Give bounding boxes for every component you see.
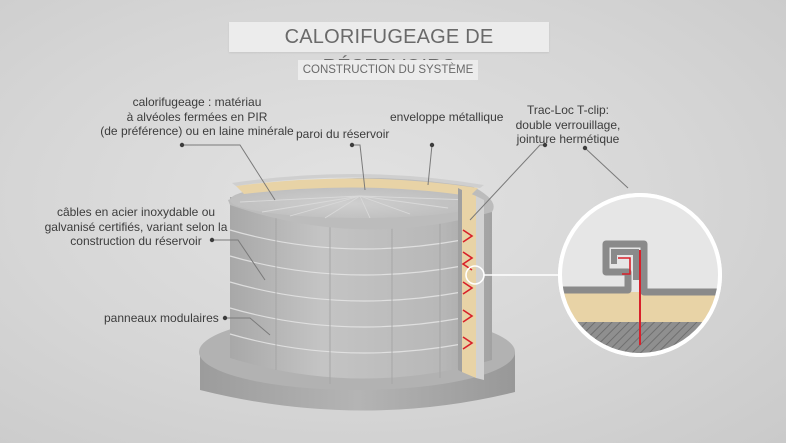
label-insulation: calorifugeage : matériau à alvéoles ferm… — [100, 95, 294, 138]
callout-dots — [179, 142, 588, 321]
steel-cables — [461, 229, 474, 350]
tclip-detail-magnifier — [558, 193, 722, 357]
label-tclip: Trac-Loc T-clip: double verrouillage, jo… — [515, 103, 621, 146]
tank-roof — [228, 173, 494, 230]
label-metal-envelope: enveloppe métallique — [390, 110, 504, 124]
callout-lines — [182, 144, 629, 336]
label-modular-panels: panneaux modulaires — [104, 311, 219, 325]
diagram-subtitle: CONSTRUCTION DU SYSTÈME — [298, 60, 478, 80]
tank-wall-cylinder — [229, 197, 492, 384]
diagram-title: CALORIFUGEAGE DE RÉSERVOIRS — [229, 22, 549, 78]
label-tank-wall: paroi du réservoir — [296, 127, 390, 141]
cut-section — [458, 188, 484, 380]
label-cables: câbles en acier inoxydable ou galvanisé … — [44, 205, 228, 248]
